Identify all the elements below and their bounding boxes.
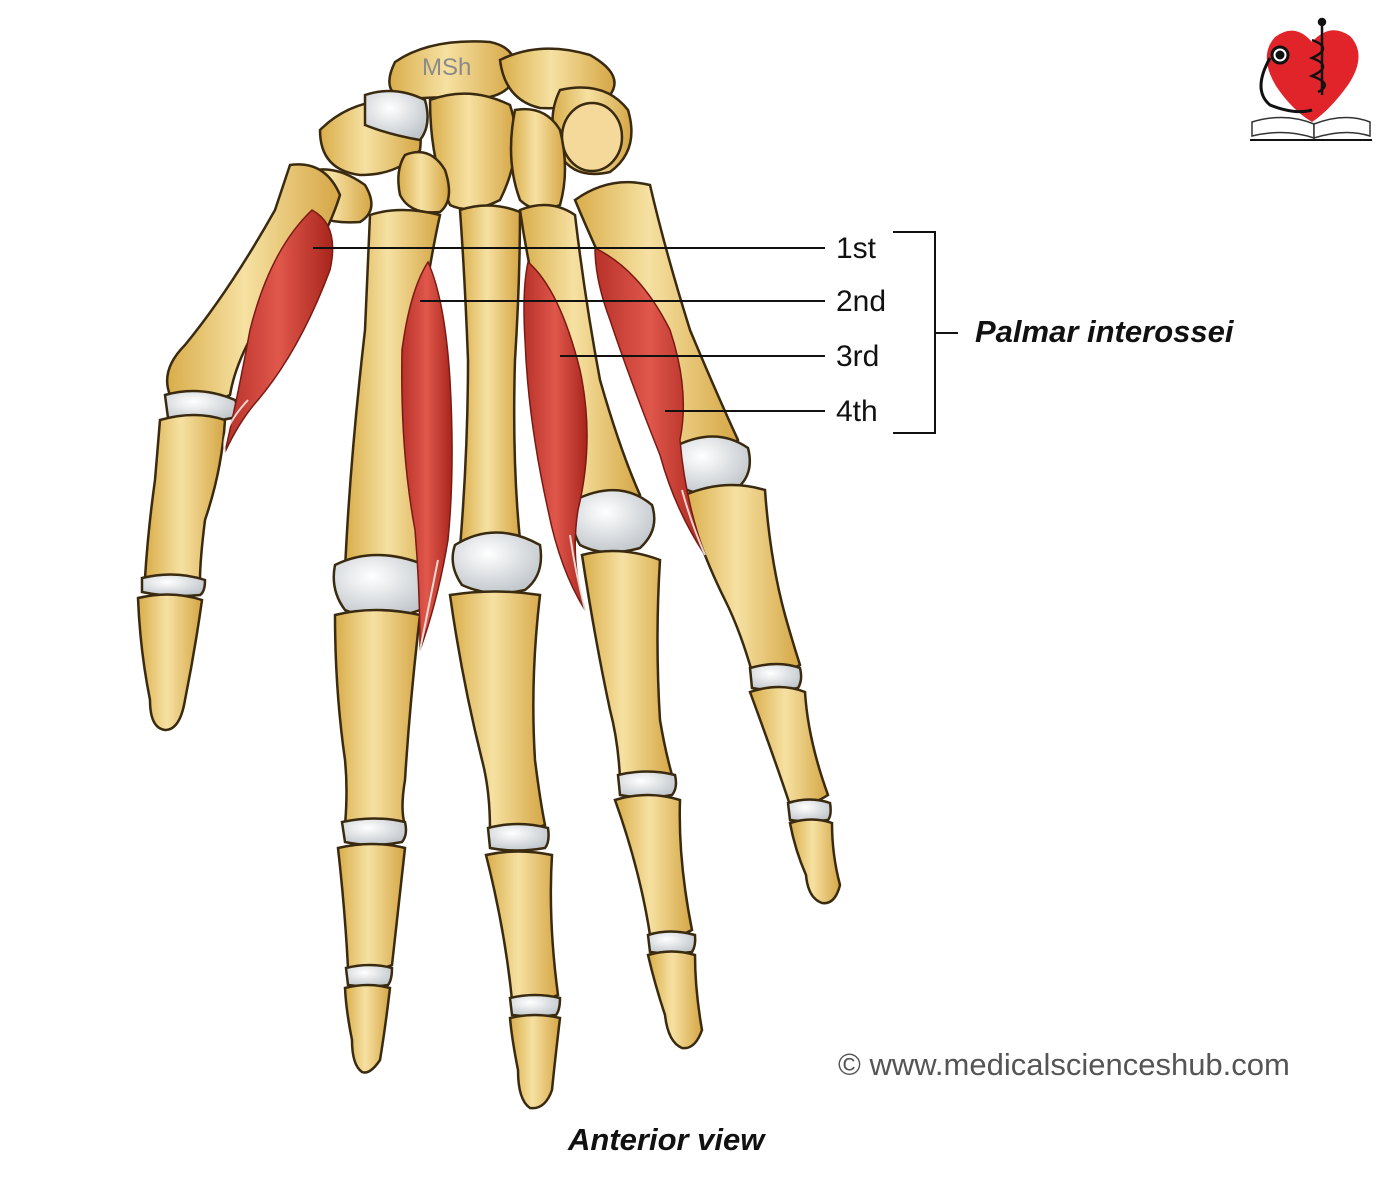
- medical-heart-logo-icon: [1250, 17, 1372, 141]
- label-3rd: 3rd: [836, 340, 880, 373]
- index-finger-bones: [332, 208, 442, 1074]
- thumb-bones: [136, 163, 342, 732]
- figure-caption: Anterior view: [568, 1122, 765, 1157]
- label-2nd: 2nd: [836, 285, 887, 318]
- caduceus-icon: [1308, 17, 1327, 95]
- middle-finger-bones: [448, 204, 562, 1110]
- open-book-icon: [1250, 116, 1372, 141]
- muscle-1st: [224, 209, 334, 453]
- group-bracket: [893, 231, 936, 434]
- copyright-text: © www.medicalscienceshub.com: [838, 1047, 1290, 1082]
- label-4th: 4th: [836, 395, 878, 428]
- group-label-palmar-interossei: Palmar interossei: [975, 314, 1234, 349]
- stethoscope-icon: [1259, 45, 1313, 114]
- watermark-text: MSh: [422, 54, 472, 81]
- label-1st: 1st: [836, 232, 877, 265]
- label-leader-lines: [313, 231, 958, 434]
- palmar-interossei-muscles: [223, 209, 706, 651]
